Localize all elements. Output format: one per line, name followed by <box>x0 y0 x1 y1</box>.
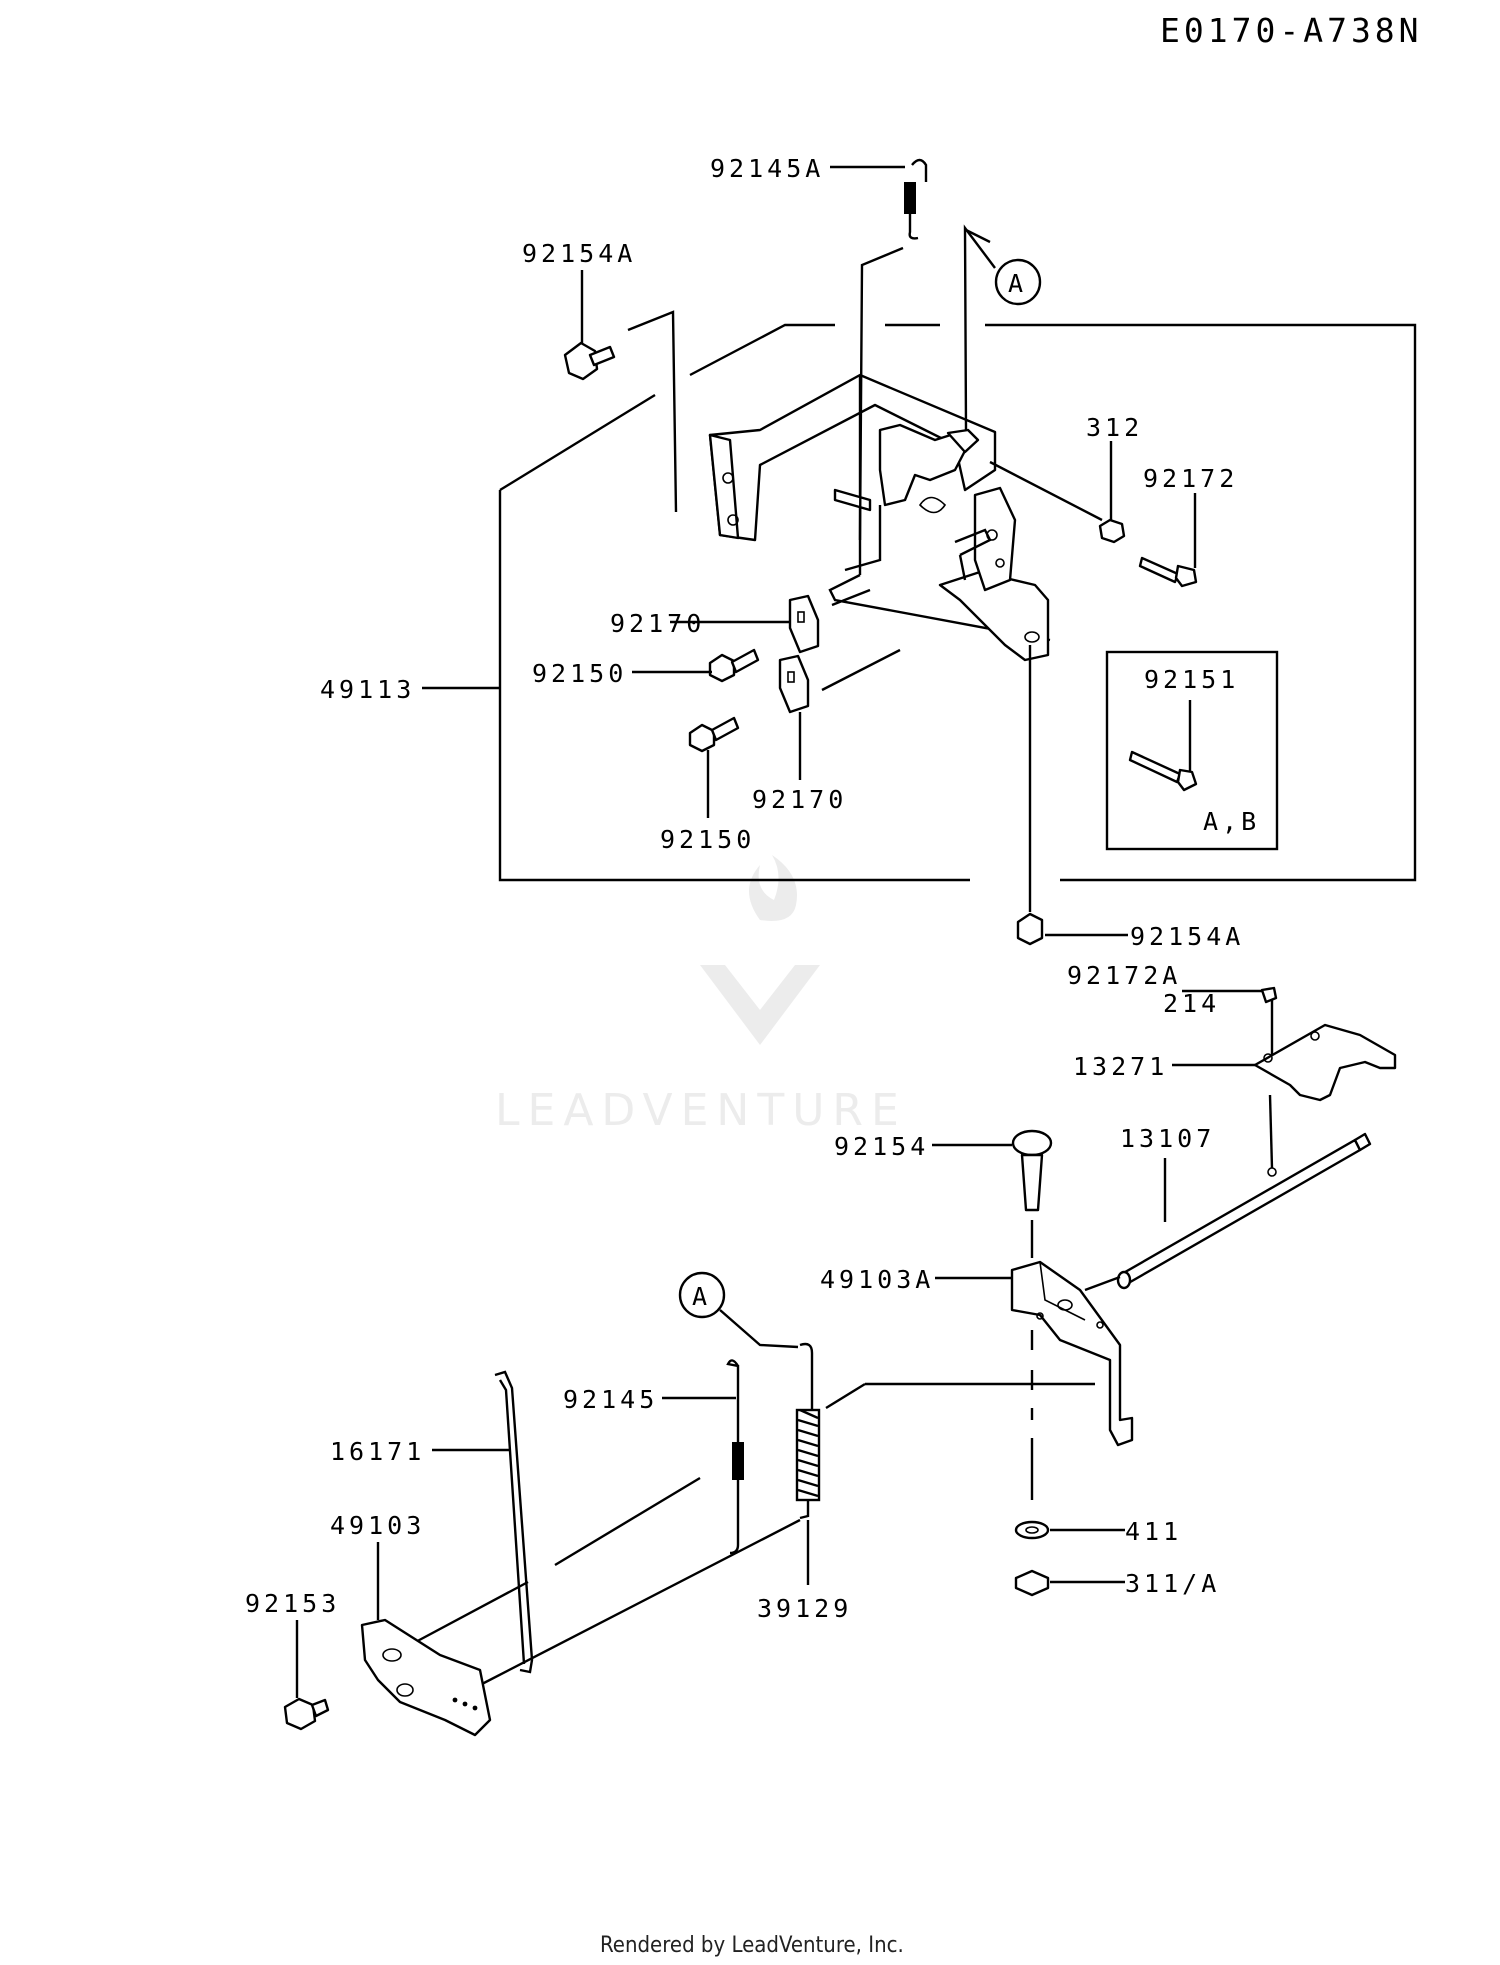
callout-ref-a-bottom: A <box>678 1271 799 1349</box>
nut-312: 312 <box>989 413 1143 544</box>
label-92154: 92154 <box>834 1132 929 1161</box>
label-13107: 13107 <box>1120 1124 1215 1153</box>
spring-92145: 92145 <box>563 1359 744 1555</box>
label-312: 312 <box>1086 413 1143 442</box>
link-lines <box>409 1476 801 1687</box>
footer-credit: Rendered by LeadVenture, Inc. <box>600 1933 904 1958</box>
label-92172A: 92172A <box>1067 961 1181 990</box>
callout-ref-a-top: A <box>963 224 1042 431</box>
ref-a-top-text: A <box>1008 269 1027 298</box>
label-92150-left: 92150 <box>532 659 627 688</box>
label-92170-top: 92170 <box>610 609 705 638</box>
label-92170-bottom: 92170 <box>752 785 847 814</box>
label-92154A-mid: 92154A <box>1130 922 1244 951</box>
bolt-92154: 92154 <box>834 1129 1053 1258</box>
plate-13271: 13271 <box>1073 1023 1397 1102</box>
label-411: 411 <box>1125 1517 1182 1546</box>
label-92172: 92172 <box>1143 464 1238 493</box>
screw-92172A: 92172A 214 <box>1067 961 1278 1060</box>
bolt-92153: 92153 <box>245 1589 340 1731</box>
label-214: 214 <box>1163 989 1220 1018</box>
control-bracket <box>708 373 1051 662</box>
label-13271: 13271 <box>1073 1052 1168 1081</box>
assembly-bracket-49113 <box>498 323 1417 882</box>
label-16171: 16171 <box>330 1437 425 1466</box>
washer-411: 411 <box>1014 1517 1182 1546</box>
label-92154A-top: 92154A <box>522 239 636 268</box>
label-39129: 39129 <box>757 1594 852 1623</box>
label-49103: 49103 <box>330 1511 425 1540</box>
diagram-code: E0170-A738N <box>1160 11 1423 50</box>
leadventure-watermark: LEADVENTURE <box>495 855 907 1136</box>
clip-92170-top: 92170 <box>610 588 871 654</box>
plate-49103: 49103 <box>330 1511 492 1737</box>
label-92150-bottom: 92150 <box>660 825 755 854</box>
inset-note: A,B <box>1203 807 1260 836</box>
watermark-text: LEADVENTURE <box>495 1085 907 1136</box>
spring-39129: 39129 <box>757 1342 1095 1623</box>
inset-92151: 92151 A,B <box>1105 650 1279 851</box>
rod-16171: 16171 <box>330 1370 534 1674</box>
bolt-92154A-top: 92154A <box>522 239 678 513</box>
clip-92170-bottom: 92170 <box>752 648 901 814</box>
bolt-92150-left: 92150 <box>532 648 760 688</box>
label-311A: 311/A <box>1125 1569 1220 1598</box>
spring-92145A: 92145A <box>710 154 928 541</box>
bolt-92150-bottom: 92150 <box>660 716 755 854</box>
assembly-49113: 49113 <box>320 675 500 704</box>
label-49113: 49113 <box>320 675 415 704</box>
bolt-92154A-mid: 92154A <box>1016 645 1244 951</box>
label-92153: 92153 <box>245 1589 340 1618</box>
ref-a-bottom-text: A <box>692 1282 711 1311</box>
bolt-92172: 92172 <box>1138 464 1238 588</box>
label-49103A: 49103A <box>820 1265 934 1294</box>
nut-311A: 311/A <box>1014 1569 1220 1598</box>
shaft-13107: 13107 <box>1116 1094 1372 1290</box>
label-92145A: 92145A <box>710 154 824 183</box>
label-92151: 92151 <box>1144 665 1239 694</box>
lever-49103A: 49103A <box>820 1260 1134 1500</box>
label-92145: 92145 <box>563 1385 658 1414</box>
